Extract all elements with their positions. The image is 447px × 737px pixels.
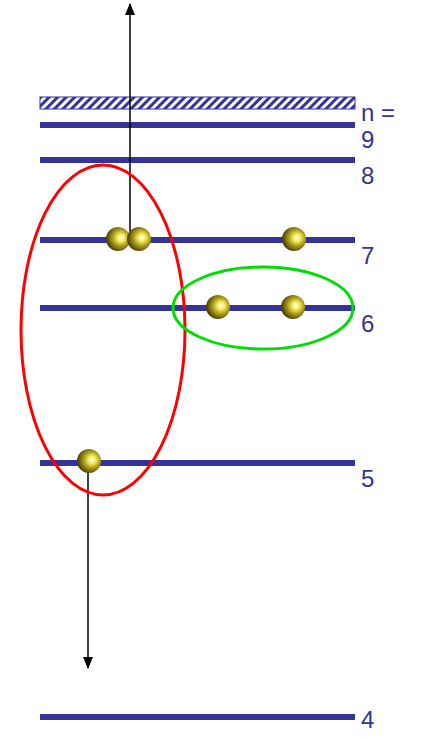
pair-group xyxy=(173,267,353,349)
auger-group xyxy=(21,165,185,495)
level-number: 7 xyxy=(361,243,374,269)
energy-levels xyxy=(40,122,355,720)
continuum-band xyxy=(40,97,355,109)
quantum-number-label: n = xyxy=(361,100,395,126)
level-number: 6 xyxy=(361,311,374,337)
level-number: 4 xyxy=(361,707,374,733)
level-number: 9 xyxy=(361,127,374,153)
ionization-arrow xyxy=(129,4,131,240)
level-number: 5 xyxy=(361,466,374,492)
level-number: 8 xyxy=(361,163,374,189)
